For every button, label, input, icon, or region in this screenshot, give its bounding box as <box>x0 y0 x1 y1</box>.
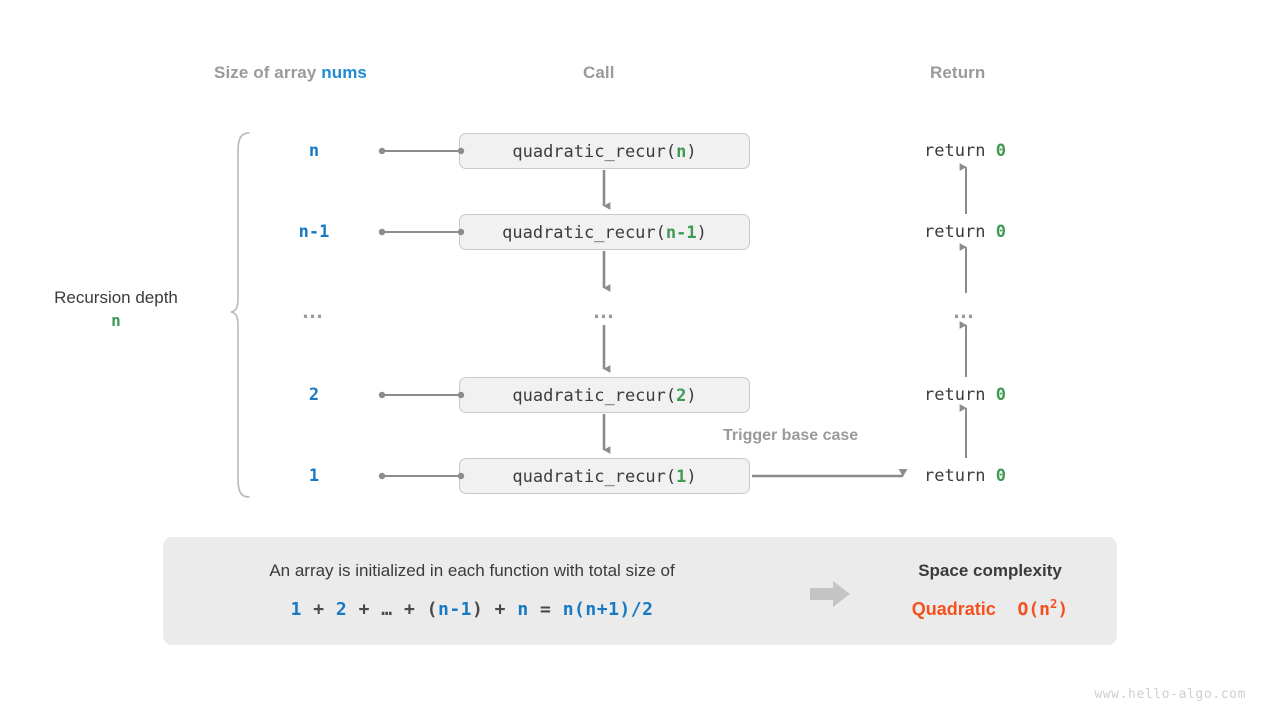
return-row-0: return 0 <box>865 141 1065 161</box>
call-box-row-3-close: ) <box>686 386 697 406</box>
formula-ellipsis: … <box>381 599 393 620</box>
formula-op-3: + <box>392 599 427 620</box>
size-value-row-4: 1 <box>308 466 320 486</box>
formula-op-4: + <box>483 599 518 620</box>
size-connector-row-3 <box>378 391 465 399</box>
call-box-row-0-close: ) <box>686 142 697 162</box>
column-header-call: Call <box>583 63 615 82</box>
call-box-row-0[interactable]: quadratic_recur(n) <box>459 133 750 169</box>
watermark: www.hello-algo.com <box>1094 687 1246 702</box>
size-connector-row-1 <box>378 228 465 236</box>
return-row-2-ellipsis: … <box>952 298 978 323</box>
formula-result: n(n+1)/2 <box>562 599 654 620</box>
formula-paren-open: ( <box>426 599 438 620</box>
call-box-row-0-arg: n <box>676 142 687 162</box>
call-box-row-1[interactable]: quadratic_recur(n-1) <box>459 214 750 250</box>
call-box-row-4-close: ) <box>686 467 697 487</box>
complexity-word: Quadratic <box>911 599 996 619</box>
recursion-depth-title: Recursion depth <box>54 288 178 307</box>
formula-term-4: n-1 <box>437 599 472 620</box>
formula-term-5: n <box>517 599 529 620</box>
column-header-size-code: nums <box>321 63 367 82</box>
size-connector-row-4 <box>378 472 465 480</box>
return-row-0-value: 0 <box>995 141 1006 161</box>
formula-term-2: 2 <box>335 599 348 620</box>
trigger-base-case-note: Trigger base case <box>723 427 859 444</box>
call-box-row-0-name: quadratic_recur( <box>512 142 677 162</box>
size-value-row-0: n <box>308 141 320 161</box>
size-value-row-3: 2 <box>308 385 320 405</box>
return-row-4: return 0 <box>865 466 1065 486</box>
call-box-row-4-arg: 1 <box>676 467 687 487</box>
call-row-2-ellipsis: … <box>592 298 618 323</box>
summary-right: Space complexity Quadratic O(n2) <box>863 559 1117 620</box>
return-row-3-keyword: return <box>924 385 996 405</box>
recursion-depth-label: Recursion depth n <box>0 286 232 332</box>
column-header-return: Return <box>930 63 986 82</box>
recursion-depth-value: n <box>111 311 121 330</box>
call-box-row-4-name: quadratic_recur( <box>512 467 677 487</box>
formula-paren-close: ) <box>472 599 484 620</box>
call-box-row-3[interactable]: quadratic_recur(2) <box>459 377 750 413</box>
call-box-row-3-name: quadratic_recur( <box>512 386 677 406</box>
formula-op-1: + <box>301 599 336 620</box>
return-row-3: return 0 <box>865 385 1065 405</box>
column-header-size: Size of array nums <box>214 63 367 83</box>
complexity-exponent: 2 <box>1050 597 1058 611</box>
return-row-4-value: 0 <box>995 466 1006 486</box>
size-value-row-2-ellipsis: … <box>301 298 327 323</box>
size-value-row-1: n-1 <box>298 222 330 242</box>
call-box-row-4[interactable]: quadratic_recur(1) <box>459 458 750 494</box>
summary-right-arrow-icon <box>808 579 852 614</box>
summary-complexity-title: Space complexity <box>918 561 1062 580</box>
summary-complexity-value: Quadratic O(n2) <box>863 597 1117 620</box>
summary-left: An array is initialized in each function… <box>163 559 781 620</box>
return-row-1-value: 0 <box>995 222 1006 242</box>
size-connector-row-0 <box>378 147 465 155</box>
call-box-row-3-arg: 2 <box>676 386 687 406</box>
return-row-4-keyword: return <box>924 466 996 486</box>
summary-formula: 1 + 2 + … + (n-1) + n = n(n+1)/2 <box>163 599 781 620</box>
call-box-row-1-arg: n-1 <box>665 223 697 243</box>
complexity-notation-prefix: O(n <box>1017 599 1050 620</box>
formula-op-2: + <box>347 599 382 620</box>
return-row-3-value: 0 <box>995 385 1006 405</box>
call-box-row-1-close: ) <box>696 223 707 243</box>
recursion-depth-brace <box>230 132 250 498</box>
formula-equals: = <box>528 599 563 620</box>
complexity-notation-suffix: ) <box>1057 599 1069 620</box>
summary-description: An array is initialized in each function… <box>269 561 675 580</box>
return-row-1-keyword: return <box>924 222 996 242</box>
formula-term-1: 1 <box>290 599 302 620</box>
summary-card: An array is initialized in each function… <box>163 537 1117 645</box>
call-box-row-1-name: quadratic_recur( <box>502 223 666 243</box>
return-row-0-keyword: return <box>924 141 996 161</box>
return-row-1: return 0 <box>865 222 1065 242</box>
column-header-size-prefix: Size of array <box>214 63 322 82</box>
